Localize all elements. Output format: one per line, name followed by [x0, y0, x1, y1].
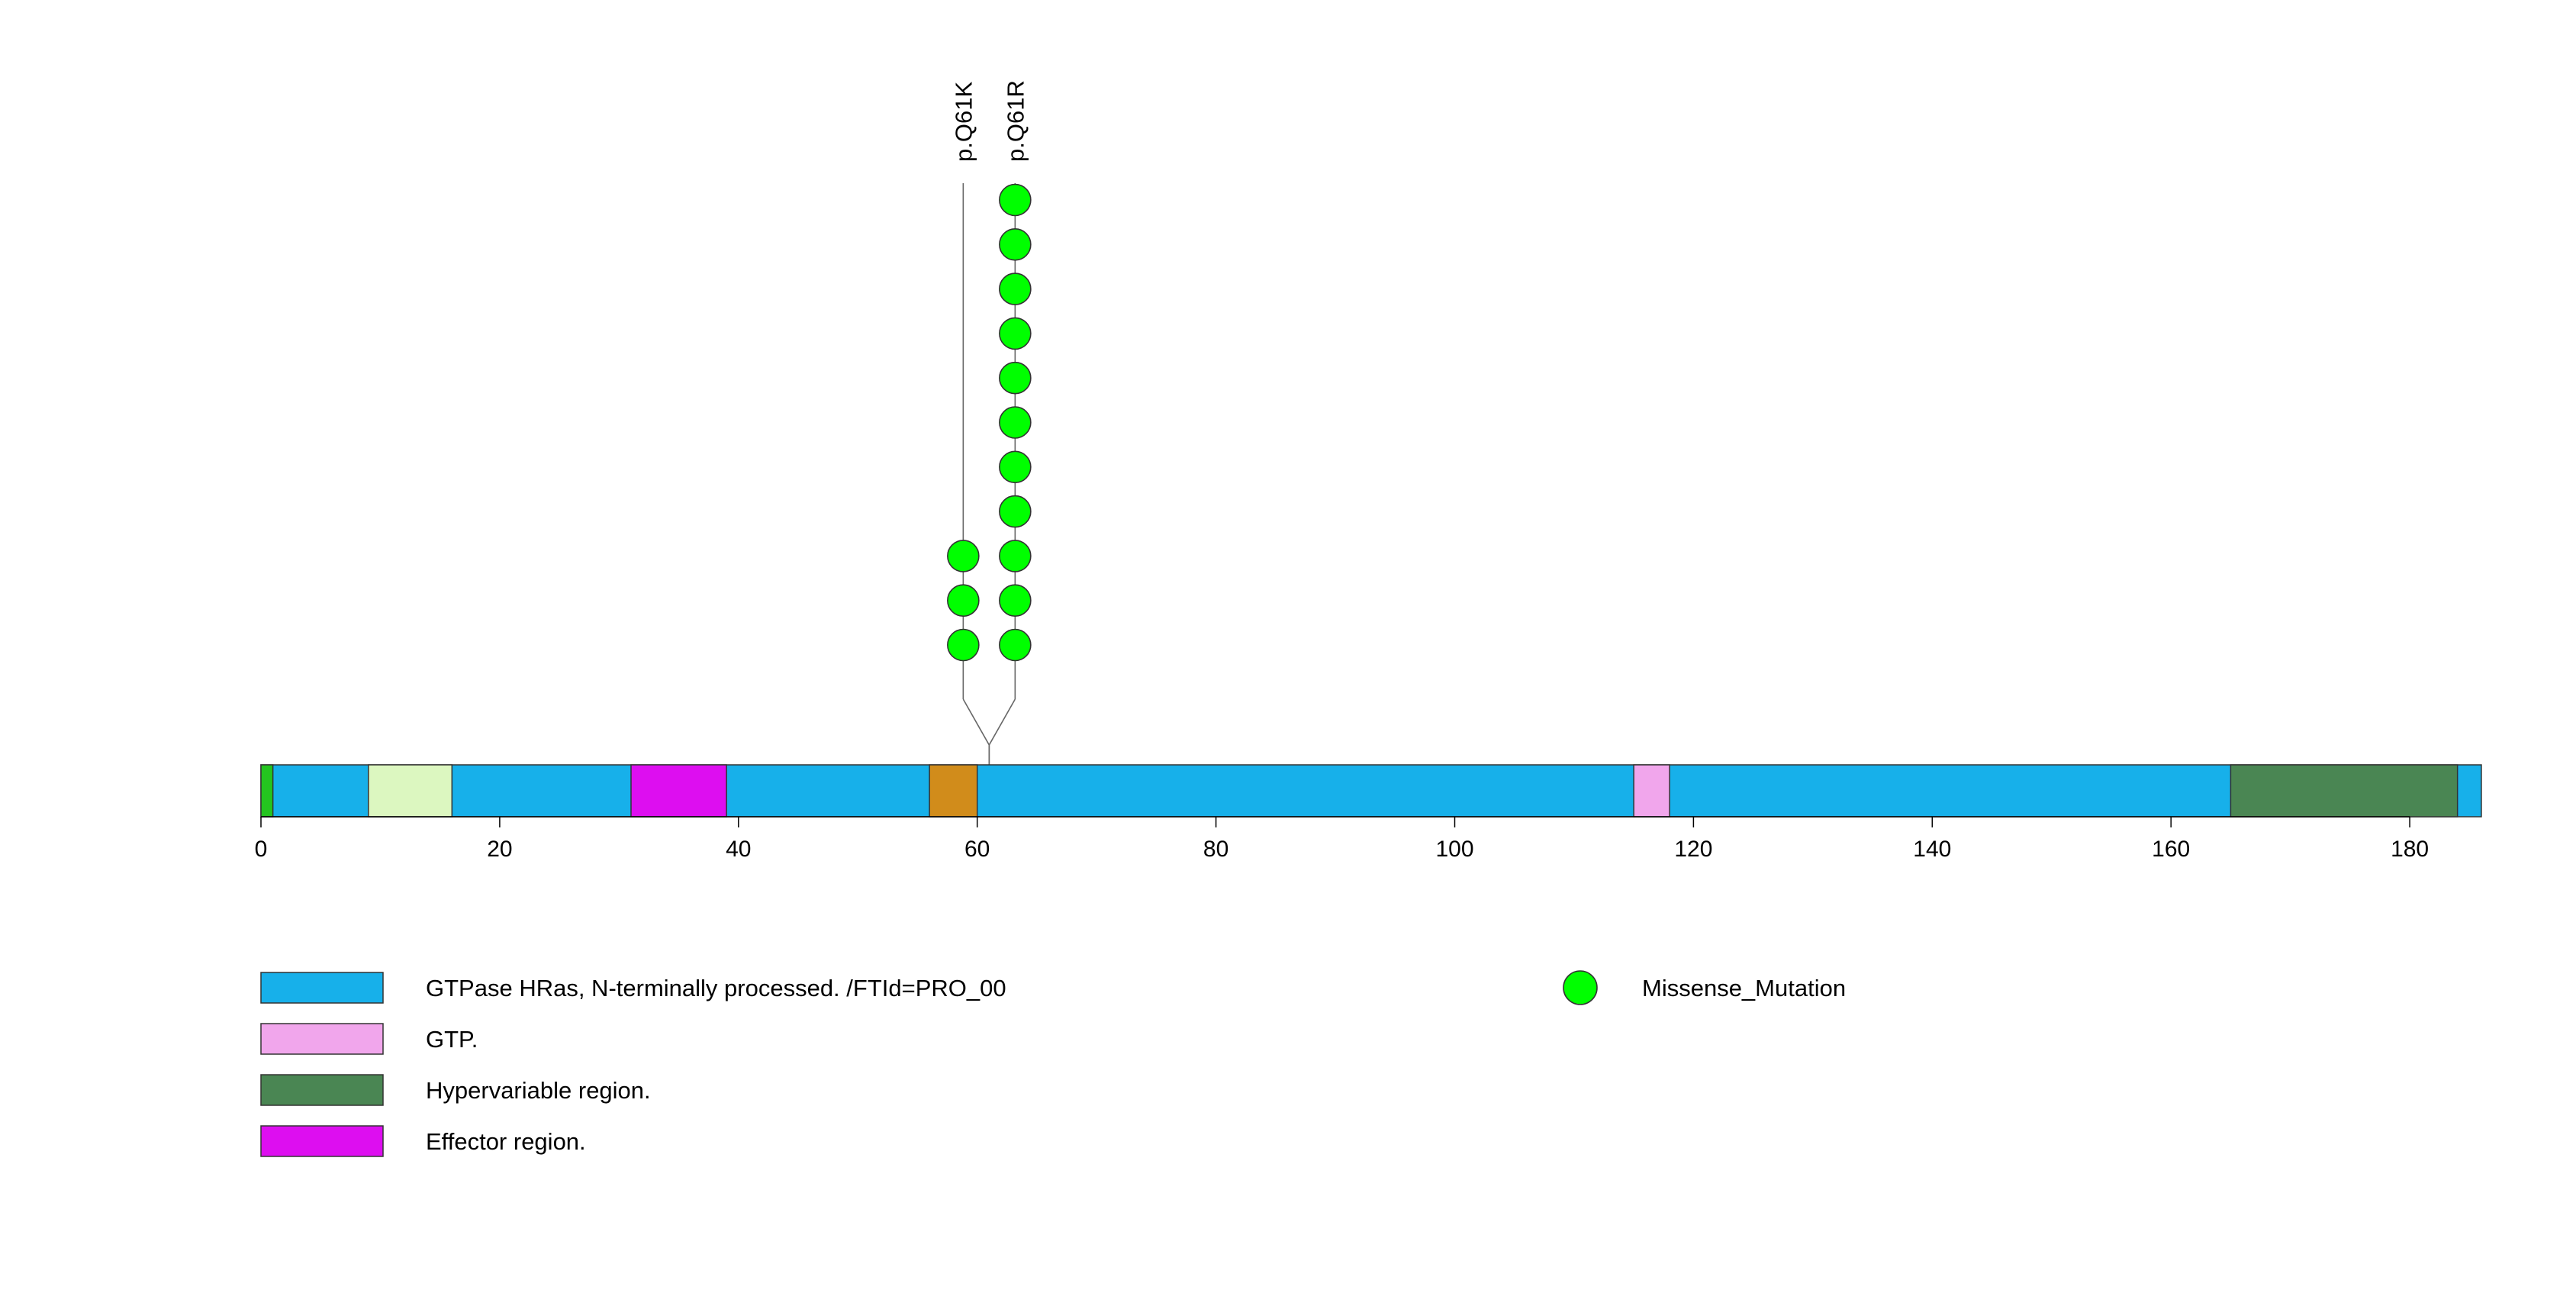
domain-0	[260, 764, 274, 818]
legend-label: GTPase HRas, N-terminally processed. /FT…	[426, 975, 1006, 1001]
x-axis: 0 20 40 60 80 100 120 140 160 180	[255, 816, 2429, 862]
connector-p.Q61K	[962, 698, 990, 765]
x-tick-label: 160	[2152, 837, 2190, 862]
protein-backbone	[260, 764, 2482, 818]
protein-backbone-bar	[260, 764, 2482, 818]
legend: GTPase HRas, N-terminally processed. /FT…	[260, 970, 1846, 1157]
mutation-point	[999, 183, 1032, 217]
x-tick-label: 0	[255, 837, 268, 862]
domain-4	[1633, 764, 1670, 818]
legend-label: Effector region.	[426, 1128, 586, 1155]
mutation-point	[999, 273, 1032, 305]
mutation-point	[999, 495, 1032, 528]
mutation-point	[999, 406, 1032, 439]
domain-1	[368, 764, 453, 818]
legend-swatch	[260, 1074, 384, 1106]
mutation-point	[999, 317, 1032, 350]
domain-2	[630, 764, 727, 818]
lollipop-heads	[947, 183, 1032, 662]
x-tick-label: 100	[1435, 837, 1473, 862]
legend-label: Hypervariable region.	[426, 1077, 651, 1104]
domain-3	[929, 764, 978, 818]
x-tick-label: 20	[487, 837, 512, 862]
mutation-point	[999, 227, 1032, 261]
x-tick-label: 60	[964, 837, 990, 862]
mutation-point	[999, 361, 1032, 395]
mutation-point	[999, 540, 1032, 572]
legend-marker	[1563, 970, 1598, 1005]
x-tick-label: 40	[726, 837, 751, 862]
connector-p.Q61R	[988, 698, 1016, 765]
legend-swatch	[260, 1023, 384, 1055]
mutation-label: p.Q61K	[950, 82, 977, 162]
mutation-connectors	[962, 698, 1016, 765]
lollipop-stems	[962, 183, 1016, 699]
legend-label: GTP.	[426, 1026, 478, 1053]
x-tick-label: 140	[1913, 837, 1951, 862]
mutation-point	[947, 628, 980, 662]
mutation-point	[947, 540, 980, 572]
x-tick-label: 120	[1674, 837, 1712, 862]
mutation-point	[999, 628, 1032, 662]
mutation-point	[947, 584, 980, 618]
mutation-point	[999, 450, 1032, 484]
legend-label: Missense_Mutation	[1642, 975, 1846, 1001]
mutation-point	[999, 584, 1032, 618]
x-tick-label: 80	[1203, 837, 1228, 862]
mutation-label: p.Q61R	[1002, 80, 1029, 162]
legend-swatch	[260, 972, 384, 1004]
mutation-labels: p.Q61K p.Q61R	[950, 80, 1029, 162]
x-tick-label: 180	[2391, 837, 2429, 862]
domain-5	[2230, 764, 2458, 818]
legend-swatch	[260, 1125, 384, 1157]
